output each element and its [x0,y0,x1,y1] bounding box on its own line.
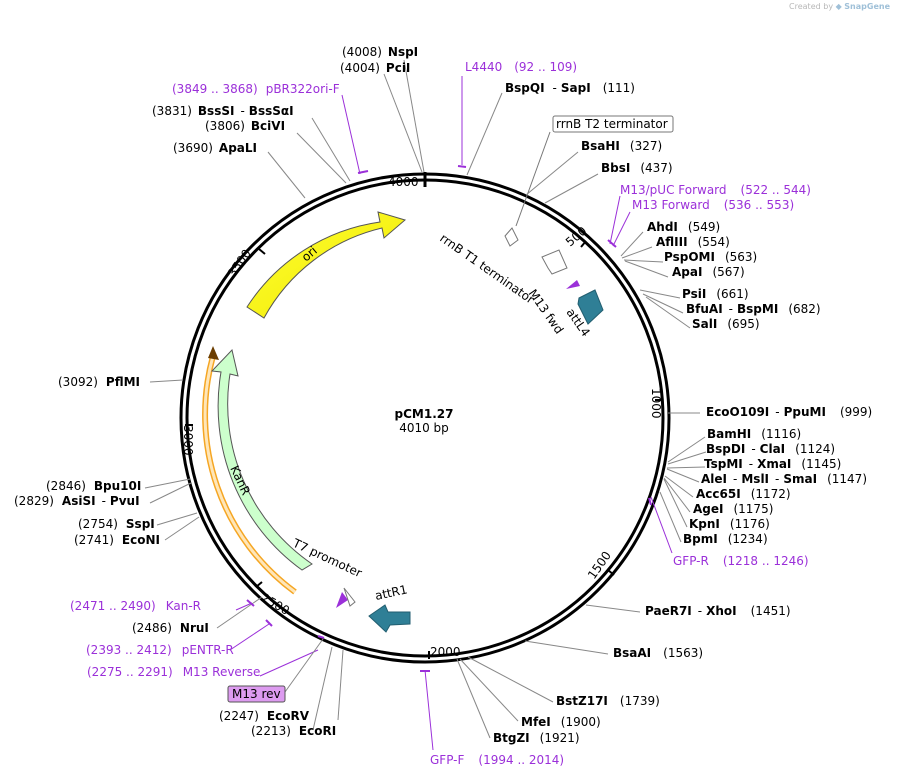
site-BpmI[interactable]: BpmI(1234) [683,532,768,546]
tick-3500: 3500 [225,247,254,280]
site-PciI[interactable]: (4004)PciI [340,61,410,75]
primer-pBR322ori-F[interactable]: (3849 .. 3868)pBR322ori-F [172,82,340,96]
primer-marks [246,165,652,672]
primer-GFP-F[interactable]: GFP-F(1994 .. 2014) [430,753,564,767]
site-Bpu10I[interactable]: (2846)Bpu10I [46,479,141,493]
tick-3000: 3000 [181,425,195,456]
site-ApaLI[interactable]: (3690)ApaLI [173,141,257,155]
snapgene-credit: Created by ◆ SnapGene [789,2,890,11]
site-EcoNI[interactable]: (2741)EcoNI [74,533,160,547]
snapgene-logo-icon: ◆ [835,2,842,11]
site-BciVI[interactable]: (3806)BciVI [205,119,285,133]
ori-feature[interactable] [246,211,407,319]
m13-fwd-label: M13 fwd [526,287,567,337]
site-KpnI[interactable]: KpnI(1176) [689,517,770,531]
site-ApaI[interactable]: ApaI(567) [672,265,745,279]
site-AflIII[interactable]: AflIII(554) [656,235,730,249]
primer-Kan-R[interactable]: (2471 .. 2490)Kan-R [70,599,201,613]
site-BamHI[interactable]: BamHI(1116) [707,427,801,441]
kanr-orf-arrowhead [208,346,219,360]
site-PspOMI[interactable]: PspOMI(563) [664,250,757,264]
site-BsaAI[interactable]: BsaAI(1563) [613,646,703,660]
rrnB-T2-label: rrnB T2 terminator [556,117,668,131]
site-BtgZI[interactable]: BtgZI(1921) [493,731,580,745]
site-BfuAI[interactable]: BfuAI-BspMI(682) [686,302,821,316]
primer-leaders [229,76,673,751]
site-Acc65I[interactable]: Acc65I(1172) [696,487,791,501]
t7-promoter-arrow [343,587,356,607]
site-AhdI[interactable]: AhdI(549) [647,220,720,234]
rrnB-T2-box [552,115,674,133]
rrnB-T1-label: rrnB T1 terminator [437,231,537,307]
site-BspDI[interactable]: BspDI-ClaI(1124) [706,442,835,456]
primer-M13-Reverse[interactable]: (2275 .. 2291)M13 Reverse [87,665,260,679]
site-SspI[interactable]: (2754)SspI [78,517,155,531]
site-AleI[interactable]: AleI-MslI-SmaI(1147) [701,472,867,486]
site-AsiSI[interactable]: (2829)AsiSI-PvuI [14,494,140,508]
primer-M13-Forward[interactable]: M13 Forward(536 .. 553) [632,198,794,212]
primer-M13-pUC-Forward[interactable]: M13/pUC Forward(522 .. 544) [620,183,811,197]
plasmid-size: 4010 bp [399,421,449,435]
site-BstZ17I[interactable]: BstZ17I(1739) [556,694,660,708]
attR1-feature[interactable] [368,604,411,633]
site-BssSI[interactable]: (3831)BssSI-BssSαI [152,104,294,118]
site-EcoO109I[interactable]: EcoO109I-PpuMI(999) [706,405,872,419]
t7-promoter-marker [336,592,348,608]
m13-rev-label: M13 rev [232,687,281,701]
site-BspQI[interactable]: BspQI-SapI(111) [505,81,635,95]
site-BsaHI[interactable]: BsaHI(327) [581,139,662,153]
site-leaders [144,59,707,739]
primer-pENTR-R[interactable]: (2393 .. 2412)pENTR-R [86,643,234,657]
site-EcoRV[interactable]: (2247)EcoRV [219,709,310,723]
site-PaeR7I[interactable]: PaeR7I-XhoI(1451) [645,604,791,618]
rrnB-T1-feature[interactable] [541,249,568,275]
site-AgeI[interactable]: AgeI(1175) [693,502,773,516]
site-NruI[interactable]: (2486)NruI [132,621,209,635]
site-EcoRI[interactable]: (2213)EcoRI [251,724,336,738]
attR1-label: attR1 [374,582,409,603]
site-PflMI[interactable]: (3092)PflMI [58,375,140,389]
kanr-feature[interactable] [210,348,313,571]
site-BbsI[interactable]: BbsI(437) [601,161,673,175]
m13-rev-leader [284,638,324,693]
rrnB-T2-feature[interactable] [504,227,519,247]
tick-4000: 4000 [388,175,419,189]
attL4-feature[interactable] [577,289,604,325]
m13-rev-box[interactable] [227,685,286,703]
site-MfeI[interactable]: MfeI(1900) [521,715,601,729]
tick-2500: 2500 [259,590,292,617]
site-TspMI[interactable]: TspMI-XmaI(1145) [704,457,841,471]
credit-prefix: Created by [789,2,834,11]
rrnB-T2-leader [515,131,551,227]
credit-brand: SnapGene [844,2,890,11]
primer-GFP-R[interactable]: GFP-R(1218 .. 1246) [673,554,809,568]
site-PsiI[interactable]: PsiI(661) [682,287,749,301]
tick-1000: 1000 [649,388,663,419]
site-NspI[interactable]: (4008)NspI [342,45,418,59]
m13-fwd-marker [566,280,580,289]
primer-L4440[interactable]: L4440(92 .. 109) [465,60,577,74]
tick-2000: 2000 [430,645,461,659]
kanr-label: KanR [227,463,253,497]
site-SalI[interactable]: SalI(695) [692,317,760,331]
plasmid-name: pCM1.27 [395,407,454,421]
